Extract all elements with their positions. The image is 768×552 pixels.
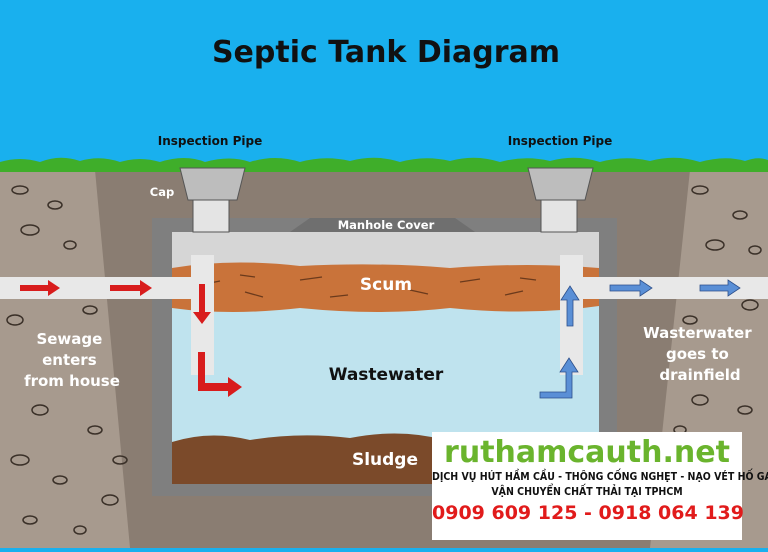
inlet-pipe bbox=[0, 277, 214, 299]
label-cap: Cap bbox=[150, 185, 174, 199]
inspection-cap-right bbox=[527, 167, 594, 201]
inflow-arrows bbox=[20, 280, 242, 397]
scum-layer bbox=[172, 262, 599, 312]
promo-banner: ruthamcauth.net DỊCH VỤ HÚT HẦM CẦU - TH… bbox=[432, 432, 768, 540]
label-inspection-pipe-left: Inspection Pipe bbox=[158, 134, 262, 148]
label-sludge: Sludge bbox=[352, 450, 418, 470]
soil-pebbles bbox=[6, 185, 762, 535]
label-sewage-enters: Sewage enters from house bbox=[24, 330, 120, 390]
label-inspection-pipe-right: Inspection Pipe bbox=[508, 134, 612, 148]
promo-transport: VẬN CHUYỂN CHẤT THẢI TẠI TPHCM bbox=[491, 486, 683, 498]
promo-site-name[interactable]: ruthamcauth.net bbox=[444, 435, 730, 470]
inspection-cap-left bbox=[179, 167, 246, 201]
label-wastewater-drainfield: Wasterwater goes to drainfield bbox=[643, 324, 757, 384]
sky bbox=[0, 0, 768, 175]
promo-phone[interactable]: 0909 609 125 - 0918 064 139 bbox=[432, 502, 744, 524]
diagram-title: Septic Tank Diagram bbox=[212, 35, 560, 70]
promo-services: DỊCH VỤ HÚT HẦM CẦU - THÔNG CỐNG NGHẸT -… bbox=[432, 471, 768, 483]
outflow-arrows bbox=[539, 279, 741, 399]
label-manhole-cover: Manhole Cover bbox=[338, 218, 435, 232]
wastewater-layer bbox=[172, 300, 599, 450]
outlet-pipe bbox=[560, 277, 768, 299]
manhole-cover bbox=[290, 218, 475, 232]
label-wastewater: Wastewater bbox=[329, 365, 444, 385]
inspection-pipe-right bbox=[540, 199, 578, 233]
label-scum: Scum bbox=[360, 275, 412, 295]
inspection-pipe-left bbox=[192, 199, 230, 233]
sludge-layer bbox=[172, 433, 445, 484]
